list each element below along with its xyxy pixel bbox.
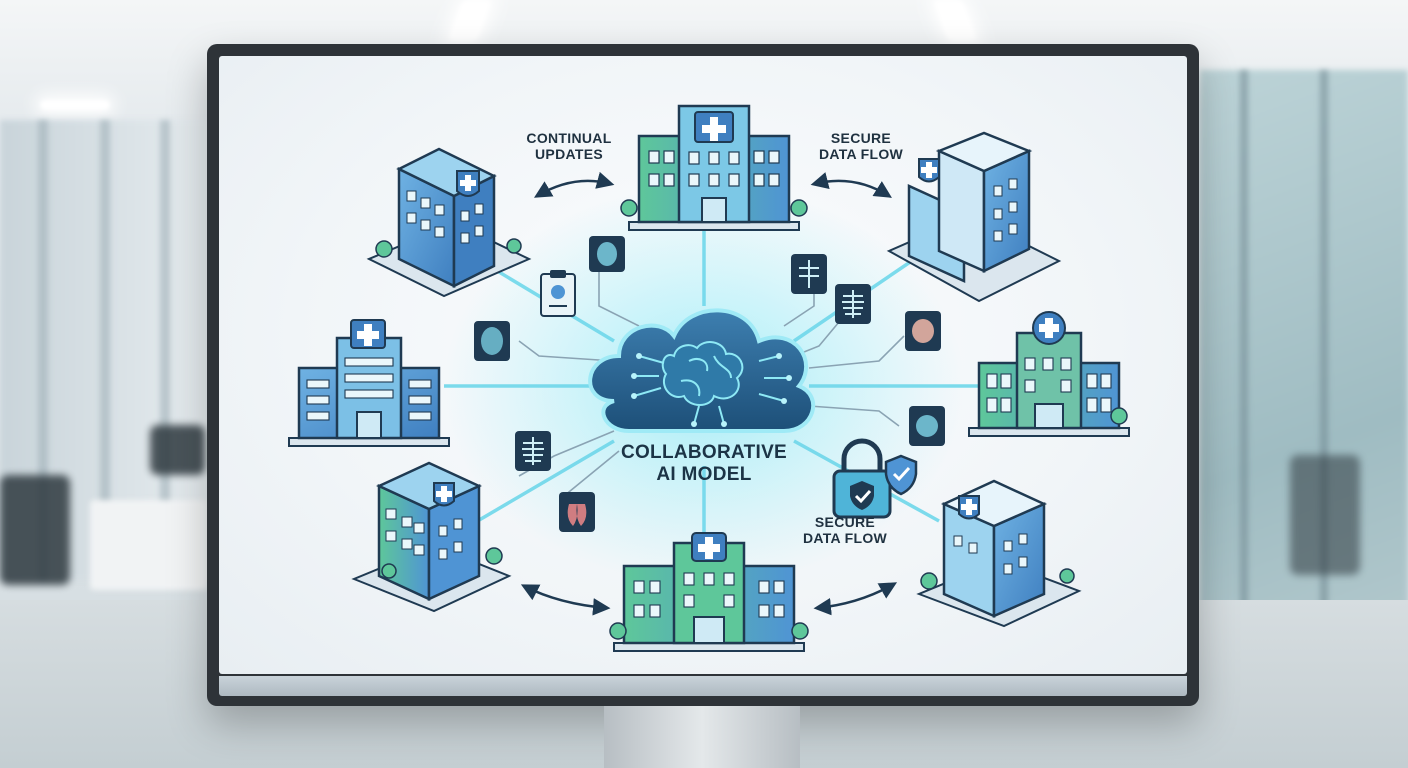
screen: CONTINUAL UPDATES SECURE DATA FLOW COLLA…	[219, 56, 1187, 674]
center-label-line: COLLABORATIVE	[620, 442, 788, 463]
hospital-building-icon	[620, 104, 808, 231]
label-secure-data-flow-bottom: SECURE DATA FLOW	[795, 514, 895, 546]
office-chair	[1290, 455, 1360, 575]
label-line: SECURE	[814, 514, 876, 530]
label-secure-data-flow-top: SECURE DATA FLOW	[811, 130, 911, 162]
monitor-bezel	[219, 676, 1187, 696]
arrow-bottom-right	[813, 582, 898, 616]
brain-cloud-icon	[588, 308, 816, 433]
sync-arrows	[520, 171, 898, 616]
hospital-building-icon	[609, 532, 809, 652]
hospital-building-icon	[288, 319, 450, 447]
window-mullion	[100, 120, 110, 580]
arrow-continual	[533, 171, 615, 198]
arrow-secure-top	[810, 172, 892, 198]
label-line: SECURE	[830, 130, 892, 146]
hospital-building-icon	[968, 311, 1130, 437]
padlock-icon	[832, 438, 892, 519]
office-chair	[0, 475, 70, 585]
center-label: COLLABORATIVE AI MODEL	[604, 442, 804, 486]
window-mullion	[160, 120, 170, 580]
monitor: CONTINUAL UPDATES SECURE DATA FLOW COLLA…	[207, 44, 1199, 706]
hospital-building-icon	[886, 131, 1062, 303]
label-line: UPDATES	[535, 146, 603, 163]
center-label-line: AI MODEL	[656, 463, 752, 485]
hospital-building-icon	[916, 479, 1082, 628]
label-line: DATA FLOW	[802, 530, 888, 547]
shield-check-icon	[884, 454, 918, 496]
label-continual-updates: CONTINUAL UPDATES	[519, 130, 619, 162]
monitor-stand	[604, 706, 800, 768]
ceiling-light	[40, 100, 110, 110]
office-monitor-bg	[150, 425, 205, 475]
medical-scan-icon	[474, 236, 945, 532]
label-line: CONTINUAL	[526, 130, 612, 146]
glass-partition	[1200, 70, 1408, 690]
hospital-building-icon	[351, 461, 512, 613]
hospital-building-icon	[366, 147, 532, 298]
desk	[90, 500, 208, 590]
glass-frame	[1320, 70, 1328, 690]
glass-frame	[1240, 70, 1248, 690]
window-mullion	[38, 120, 48, 580]
label-line: DATA FLOW	[818, 146, 904, 163]
arrow-bottom-left	[520, 584, 611, 616]
network-diagram	[288, 104, 1130, 652]
